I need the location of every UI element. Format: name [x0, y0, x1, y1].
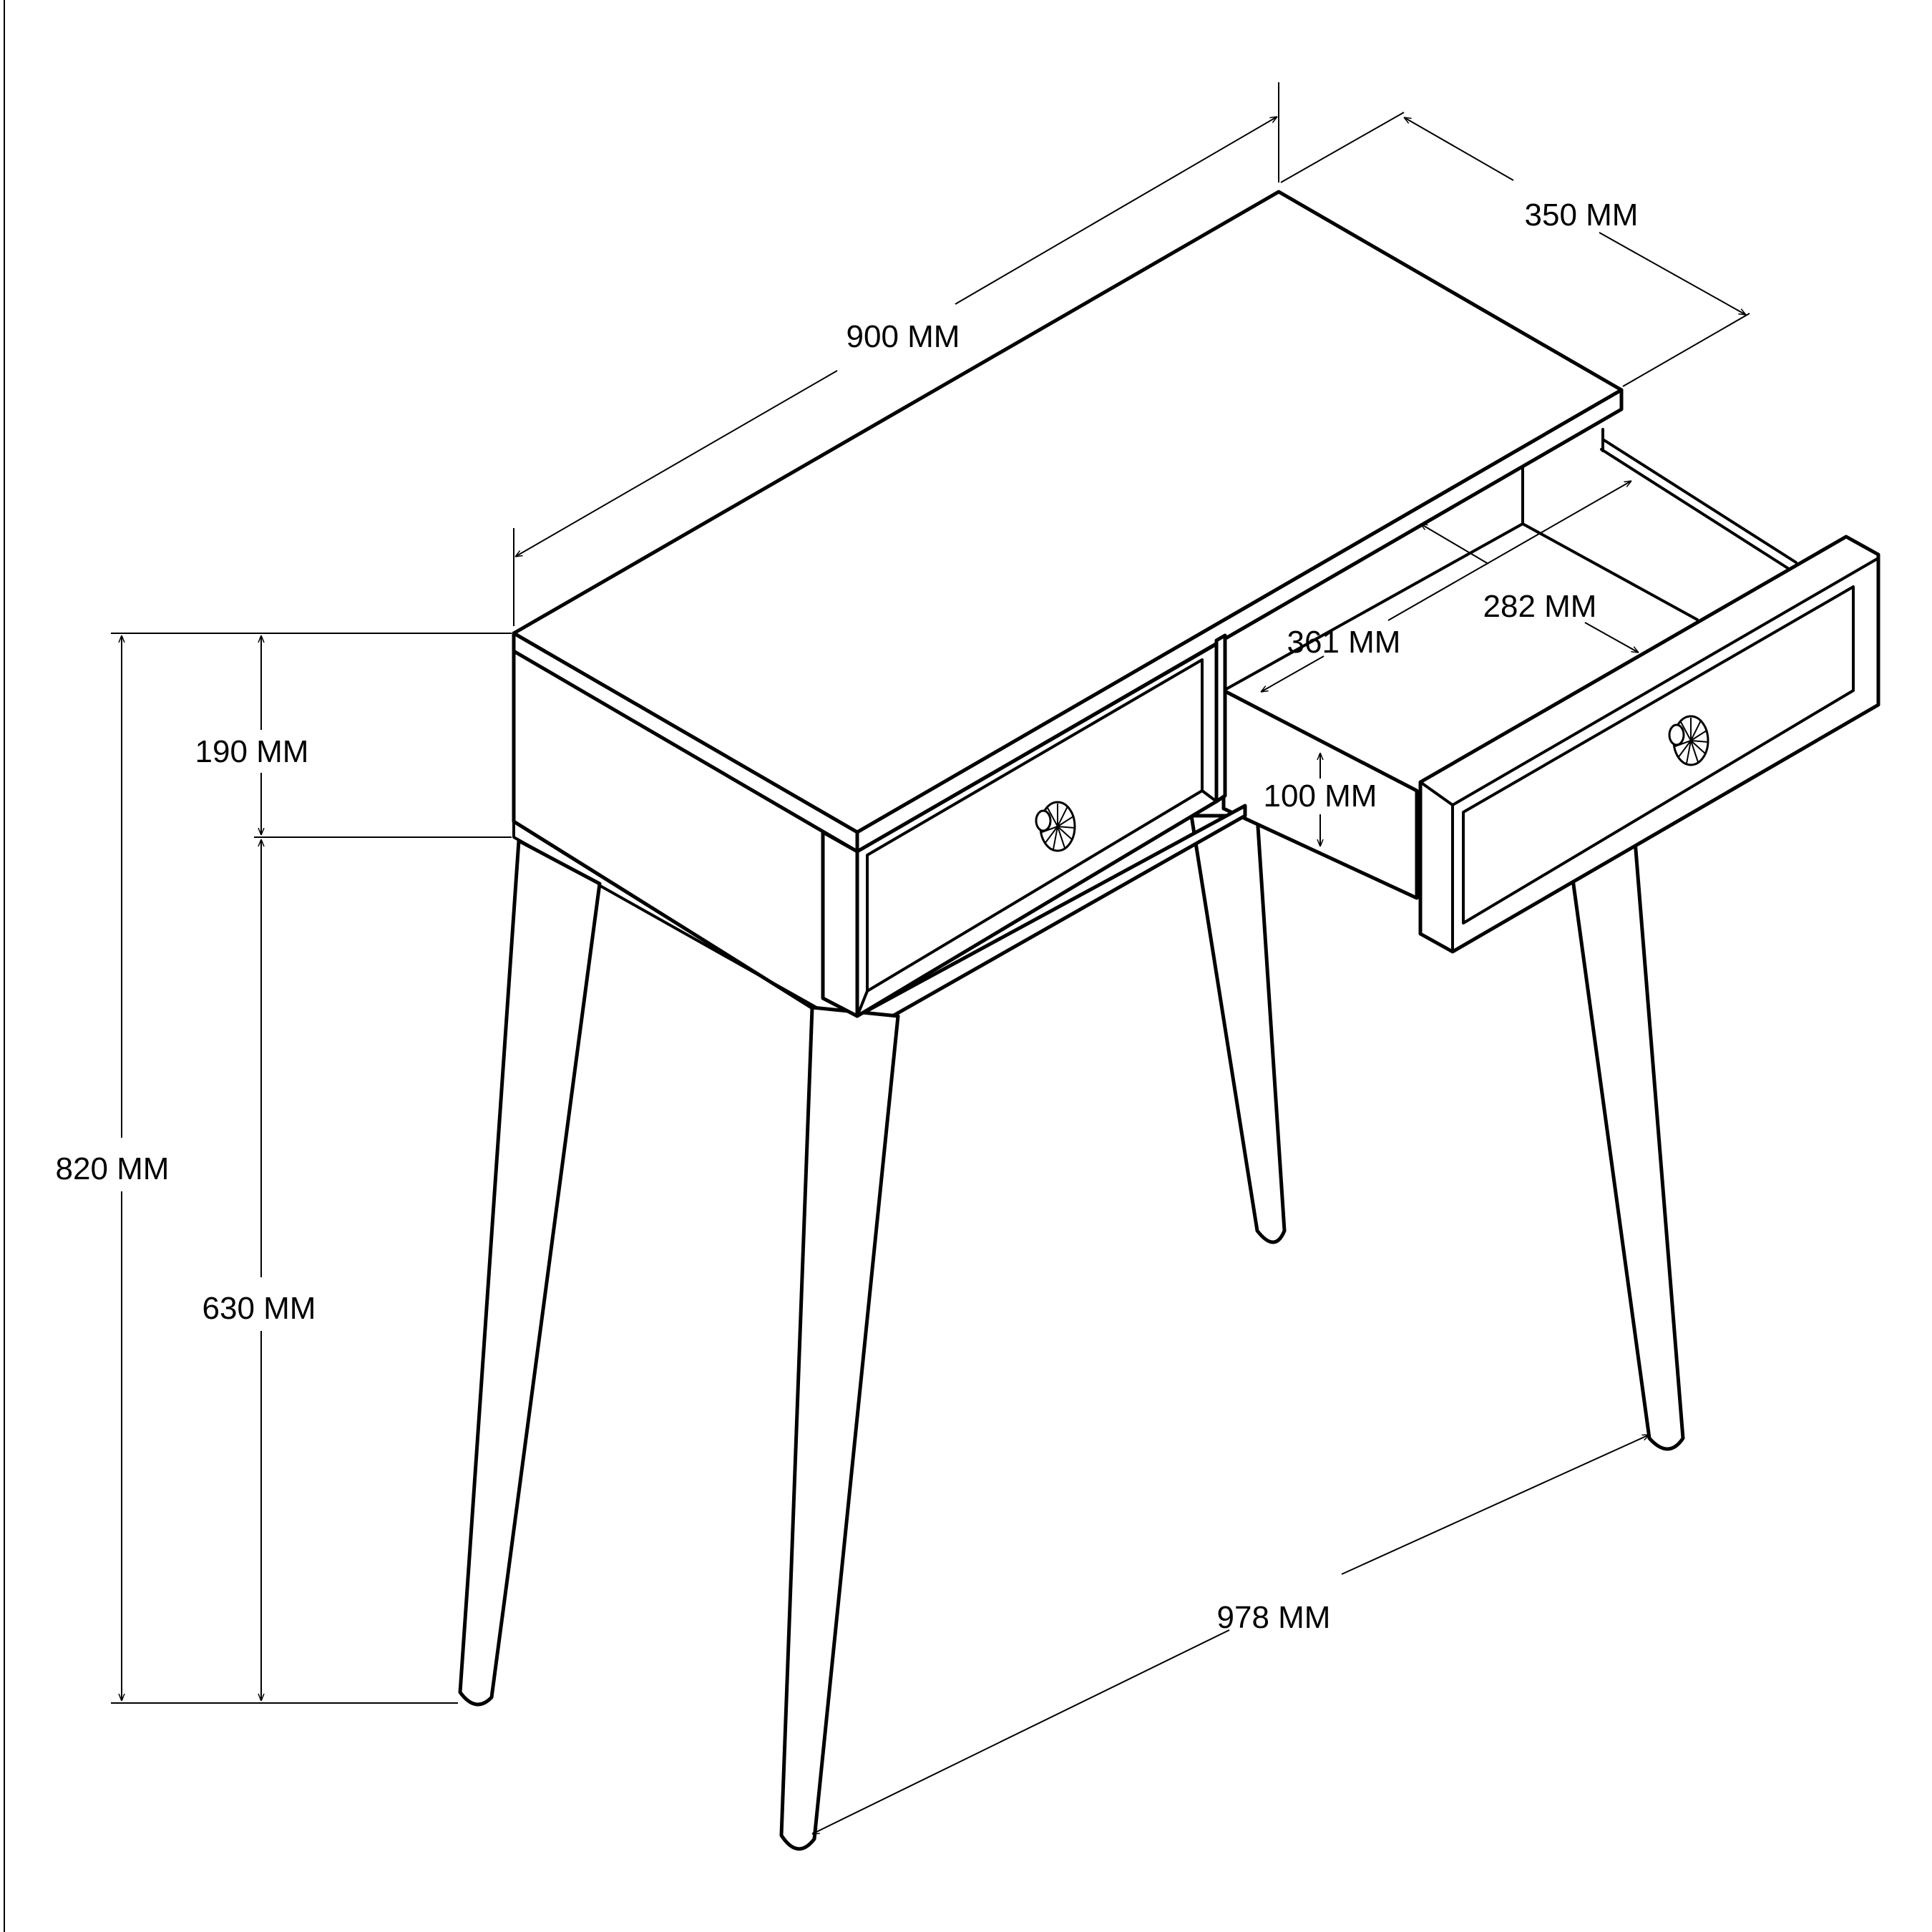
back-left-leg — [1189, 814, 1287, 1244]
open-drawer-knob-icon — [1668, 715, 1709, 766]
back-right-leg — [1566, 839, 1685, 1451]
closed-drawer-knob-icon — [1035, 801, 1076, 852]
table-top-right-edge — [855, 388, 1624, 854]
dim-drawer-width — [1420, 524, 1639, 653]
closed-drawer-recess — [821, 830, 859, 1018]
dim-leg-span — [812, 1434, 1649, 1835]
label-top-depth: 350 MM — [1525, 197, 1639, 233]
dim-top-depth — [1280, 112, 1750, 387]
label-total-height: 820 MM — [56, 1151, 170, 1186]
open-drawer-inner-back — [1222, 522, 1524, 692]
open-drawer-side-edge — [1419, 781, 1454, 953]
closed-drawer-bevel-inner — [856, 789, 1218, 1018]
cabinet-center-divider — [1214, 633, 1227, 804]
cabinet-left-side-bottom — [512, 820, 859, 1032]
label-drawer-height: 100 MM — [1264, 779, 1377, 814]
dim-top-width — [513, 82, 1279, 626]
label-leg-span: 978 MM — [1217, 1600, 1331, 1635]
label-drawer-width: 282 MM — [1483, 589, 1597, 624]
label-body-height: 190 MM — [195, 734, 309, 769]
open-drawer-front-face — [1451, 557, 1880, 953]
open-drawer-right-rail — [1601, 438, 1797, 564]
dim-drawer-depth — [1261, 481, 1631, 692]
dim-total-height — [111, 635, 458, 1704]
dim-body-height — [111, 633, 512, 838]
open-drawer-front-bevel — [1462, 585, 1855, 924]
front-right-leg — [779, 1005, 900, 1851]
open-drawer-right-rail-2 — [1600, 448, 1790, 570]
label-leg-height: 630 MM — [203, 1291, 316, 1326]
open-drawer-inner-bottom — [1521, 522, 1699, 621]
front-left-leg — [458, 839, 602, 1707]
label-drawer-depth: 361 MM — [1287, 625, 1401, 660]
label-top-width: 900 MM — [847, 319, 960, 354]
